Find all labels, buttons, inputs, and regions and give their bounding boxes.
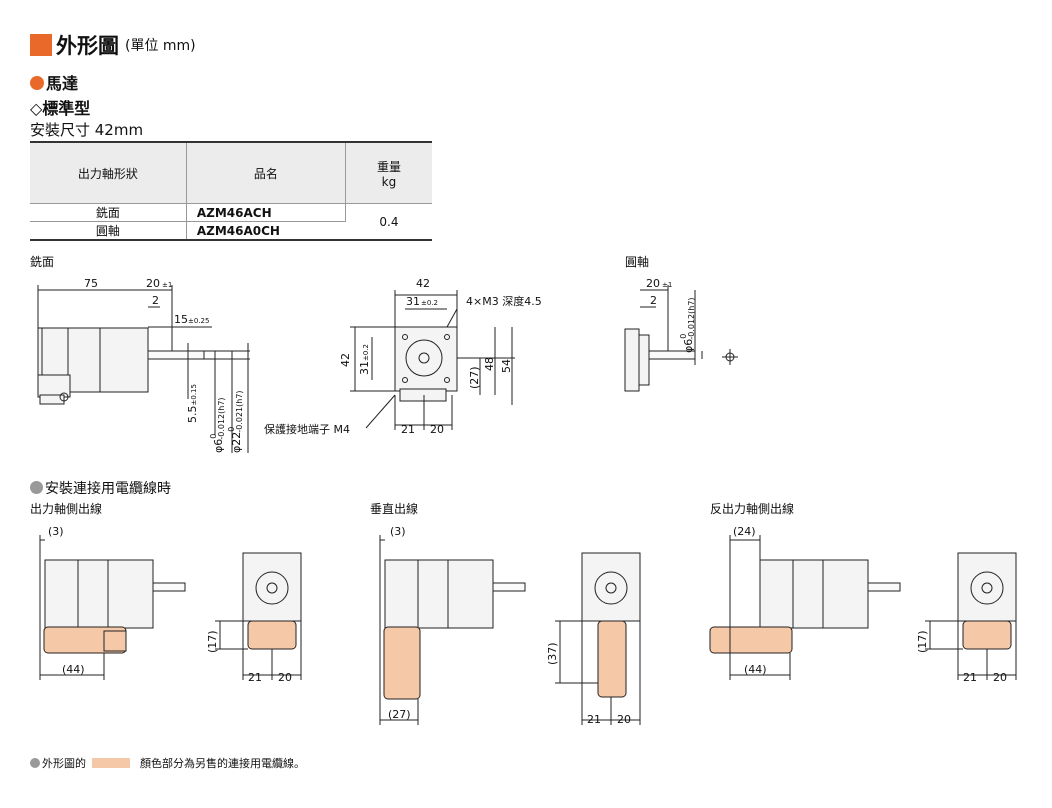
dim-b-37: (37) [546,642,559,665]
label-cable-a: 出力軸側出線 [30,502,103,516]
dim-20-front: 20 [430,423,444,436]
section-cable-label: 安裝連接用電纜線時 [45,481,171,497]
cable-view-c [709,535,1017,680]
dim-75: 75 [84,277,98,290]
footnote: 外形圖的 顏色部分為另售的連接用電纜線。 [30,755,305,771]
dim-15-tol: ±0.25 [188,317,209,325]
dim-c-20: 20 [993,671,1007,684]
label-cable-c: 反出力軸側出線 [710,502,795,516]
dim-15: 15 [174,313,188,326]
page-title: 外形圖 (單位 mm) [30,30,196,60]
ground-terminal: 保護接地端子 M4 [264,422,350,436]
dim-c-24: (24) [733,525,756,538]
dim-20: 20 [146,277,160,290]
gray-bullet-icon [30,481,43,494]
side-view-round [624,285,738,392]
table-row: 圓軸 AZM46A0CH [30,221,432,239]
dim-phi22: φ220-0.021(h7) [227,390,244,453]
section-cable: 安裝連接用電纜線時 [30,478,171,498]
dim-b-27: (27) [388,708,411,721]
title-marker-icon [30,34,52,56]
row-shape: 圓軸 [30,221,187,239]
dim-a-17: (17) [206,630,219,653]
title-text: 外形圖 [56,34,119,58]
row-name: AZM46A0CH [186,221,346,239]
dim-b-21: 21 [587,713,601,726]
dim-phi6: φ60-0.012(h7) [209,397,226,453]
section-motor: 馬達 [30,70,78,94]
dim-a-3: (3) [48,525,64,538]
motor-drawings: 75 20 ±1 2 15 ±0.25 5.5±0.15 φ60-0.012(h… [37,277,738,453]
dim-31-tol: ±0.2 [421,299,438,307]
gray-bullet-icon [30,758,40,768]
title-unit: (單位 mm) [125,38,196,54]
dim-42: 42 [416,277,430,290]
orange-bullet-icon [30,76,44,90]
dim-27: (27) [468,366,481,389]
label-cable-b: 垂直出線 [370,502,419,516]
dim-31: 31 [406,295,420,308]
footnote-suffix: 顏色部分為另售的連接用電纜線。 [140,757,305,770]
table-header-row: 出力軸形狀 品名 重量 kg [30,143,432,204]
front-view [350,290,515,430]
dim-a-44: (44) [62,663,85,676]
dim-48: 48 [483,357,496,371]
row-shape: 銑面 [30,203,187,222]
section-size: 安裝尺寸 42mm [30,121,144,139]
dim-a-20: 20 [278,671,292,684]
side-view-flat [37,285,250,453]
spec-table-wrap: 出力軸形狀 品名 重量 kg 銑面 AZM46ACH 0.4 圓軸 AZM46A… [30,141,432,241]
label-round-view: 圓軸 [625,255,650,269]
dim-5-5: 5.5±0.15 [186,384,199,423]
spec-table: 出力軸形狀 品名 重量 kg 銑面 AZM46ACH 0.4 圓軸 AZM46A… [30,143,432,239]
dim-holes: 4×M3 深度4.5 [466,294,542,308]
header-weight-label: 重量 [376,159,401,174]
label-flat-view: 銑面 [30,255,55,269]
footnote-prefix: 外形圖的 [42,757,86,770]
cable-view-b [379,535,641,725]
header-name: 品名 [186,143,346,204]
dim-42-v: 42 [339,353,352,367]
dim-b-20: 20 [617,713,631,726]
dim-c-21: 21 [963,671,977,684]
header-weight-unit: kg [381,174,397,189]
dim-20-round: 20 [646,277,660,290]
dim-20-tol: ±1 [162,281,172,289]
cable-drawings: (3) (44) (17) 21 20 (3) (27) (37) 21 20 … [39,525,1017,726]
dim-c-17: (17) [916,630,929,653]
dim-54: 54 [500,359,513,373]
dim-2-round: 2 [650,294,657,307]
row-name: AZM46ACH [186,203,346,222]
dim-a-21: 21 [248,671,262,684]
header-shape: 出力軸形狀 [30,143,187,204]
header-weight: 重量 kg [345,143,432,204]
dim-phi6-round: φ60-0.012(h7) [679,297,696,353]
dim-21: 21 [401,423,415,436]
dim-20-round-tol: ±1 [662,281,672,289]
section-type: ◇標準型 [30,99,91,118]
dim-c-44: (44) [744,663,767,676]
cable-color-swatch [92,758,130,768]
dim-b-3: (3) [390,525,406,538]
dim-31-v: 31±0.2 [358,344,371,375]
table-row: 銑面 AZM46ACH 0.4 [30,203,432,239]
section-motor-label: 馬達 [46,74,79,93]
weight-cell: 0.4 [345,203,432,239]
cable-view-a [39,535,302,680]
dim-2: 2 [152,294,159,307]
